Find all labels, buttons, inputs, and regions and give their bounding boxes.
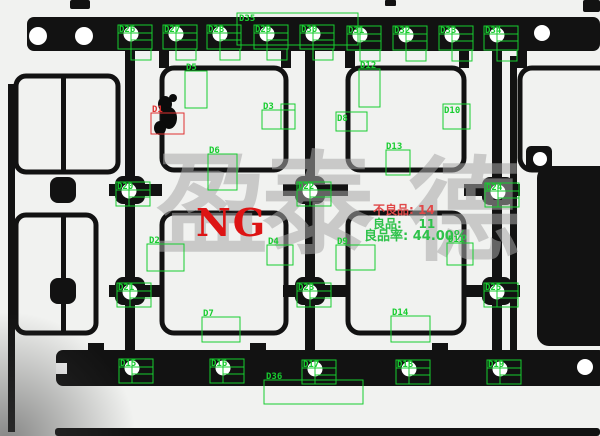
hole-marker-D30: D30 xyxy=(299,24,335,61)
svg-text:D23: D23 xyxy=(298,283,314,293)
hole-marker-D15: D15 xyxy=(118,358,154,384)
hole-marker-D18: D18 xyxy=(395,359,431,385)
svg-text:D26: D26 xyxy=(119,25,135,35)
svg-text:D25: D25 xyxy=(485,283,501,293)
svg-text:D19: D19 xyxy=(488,360,504,370)
svg-text:D28: D28 xyxy=(208,25,224,35)
defect-box-D14: D14 xyxy=(390,308,431,343)
svg-text:D36: D36 xyxy=(266,372,282,382)
svg-text:D2: D2 xyxy=(149,236,160,246)
defect-box-D7: D7 xyxy=(201,309,241,343)
defect-box-D35: D35 xyxy=(236,12,359,46)
svg-text:D33: D33 xyxy=(440,26,456,36)
hole-marker-D31: D31 xyxy=(346,25,382,62)
hole-marker-D24: D24 xyxy=(484,182,520,208)
hole-marker-D33: D33 xyxy=(438,25,474,62)
stat-line: 不良品: 14 xyxy=(373,203,435,217)
defect-box-extra xyxy=(280,103,296,130)
hole-marker-D22: D22 xyxy=(296,181,332,207)
svg-text:D32: D32 xyxy=(394,26,410,36)
svg-text:D24: D24 xyxy=(486,183,503,193)
defect-box-D13: D13 xyxy=(385,142,411,176)
defect-box-D36: D36 xyxy=(263,372,364,405)
svg-text:D35: D35 xyxy=(239,14,255,24)
defect-box-D3: D3 xyxy=(261,102,296,130)
svg-text:D30: D30 xyxy=(301,25,317,35)
ng-status-label: NG xyxy=(196,200,268,245)
hole-marker-D16: D16 xyxy=(209,358,245,384)
hole-marker-D29: D29 xyxy=(253,24,289,61)
svg-text:D14: D14 xyxy=(392,308,409,318)
hole-marker-D26: D26 xyxy=(117,24,153,61)
defect-box-D4: D4 xyxy=(266,237,294,266)
hole-marker-D34: D34 xyxy=(483,25,519,62)
svg-text:D17: D17 xyxy=(303,360,319,370)
hole-marker-D32: D32 xyxy=(392,25,428,62)
svg-text:D31: D31 xyxy=(348,26,364,36)
stat-line: 良品率: 44.00% xyxy=(364,229,467,244)
defect-box-D12: D12 xyxy=(358,61,381,108)
defect-box-D1: D1 xyxy=(150,105,185,135)
svg-text:D6: D6 xyxy=(209,146,220,156)
hole-marker-D25: D25 xyxy=(483,282,519,308)
defect-box-D2: D2 xyxy=(146,236,185,272)
svg-text:D27: D27 xyxy=(164,25,180,35)
hole-marker-D21: D21 xyxy=(116,282,152,308)
svg-text:D7: D7 xyxy=(203,309,214,319)
svg-text:D1: D1 xyxy=(152,105,163,115)
svg-text:D21: D21 xyxy=(118,283,134,293)
svg-text:D5: D5 xyxy=(186,63,197,73)
svg-text:D22: D22 xyxy=(298,182,314,192)
svg-text:D9: D9 xyxy=(337,237,348,247)
svg-text:D16: D16 xyxy=(211,359,227,369)
svg-text:D13: D13 xyxy=(386,142,402,152)
stat-line: 良品: 11 xyxy=(373,217,436,231)
svg-text:D12: D12 xyxy=(360,61,376,71)
defect-box-D9: D9 xyxy=(335,237,376,271)
defect-box-D5: D5 xyxy=(184,63,208,109)
hole-marker-D20: D20 xyxy=(115,181,151,207)
svg-text:D10: D10 xyxy=(444,106,460,116)
defect-box-D10: D10 xyxy=(442,103,471,130)
svg-text:D34: D34 xyxy=(485,26,502,36)
hole-marker-D23: D23 xyxy=(296,282,332,308)
defect-box-D6: D6 xyxy=(207,146,238,191)
hole-marker-D28: D28 xyxy=(206,24,242,61)
svg-text:D20: D20 xyxy=(117,182,133,192)
svg-text:D4: D4 xyxy=(268,237,279,247)
defect-box-D8: D8 xyxy=(335,111,368,132)
svg-text:D3: D3 xyxy=(263,102,274,112)
svg-text:D18: D18 xyxy=(397,360,413,370)
defect-box-D11: D11 xyxy=(446,235,474,266)
hole-marker-D19: D19 xyxy=(486,359,522,385)
svg-text:D8: D8 xyxy=(337,114,348,124)
svg-text:D15: D15 xyxy=(120,359,136,369)
svg-text:D29: D29 xyxy=(255,25,271,35)
svg-text:D11: D11 xyxy=(448,235,464,245)
hole-marker-D27: D27 xyxy=(162,24,198,61)
